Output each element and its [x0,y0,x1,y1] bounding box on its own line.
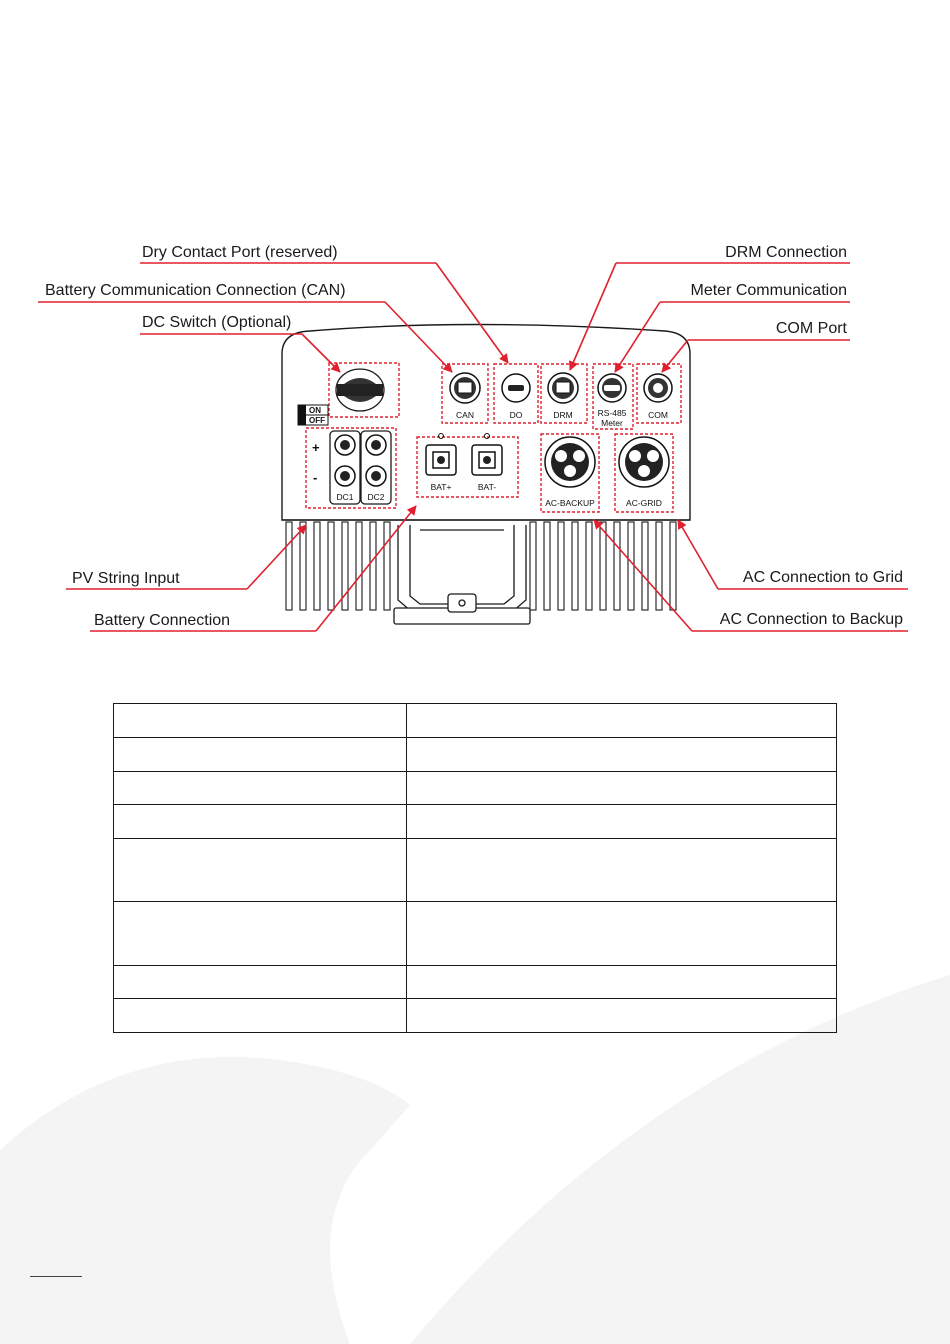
svg-text:DRM: DRM [553,410,572,420]
battery-terminals: BAT+ BAT- [416,433,519,498]
ac-backup-connector: AC-BACKUP [540,433,600,513]
dc1-label: DC1 [336,492,353,502]
switch-on-label: ON [309,406,321,415]
ac-grid-connector: AC-GRID [614,433,674,513]
callout-com: COM Port [776,320,848,337]
callout-meter: Meter Communication [691,282,848,299]
inverter-diagram: ON OFF + - DC1 DC2 BAT+ BAT- CAN [38,244,908,632]
callout-ac-grid: AC Connection to Grid [743,569,903,586]
com-port: COM [636,363,682,424]
table-row [113,804,837,839]
svg-text:DO: DO [510,410,523,420]
info-table [113,703,837,1033]
bat-neg-label: BAT- [478,482,496,492]
can-port: CAN [441,363,489,424]
svg-text:AC-BACKUP: AC-BACKUP [545,498,595,508]
table-row [113,998,837,1033]
mounting-bracket [393,525,531,625]
bat-pos-label: BAT+ [431,482,452,492]
dc-switch [328,362,400,418]
svg-text:RS-485: RS-485 [598,408,627,418]
svg-text:CAN: CAN [456,410,474,420]
table-row [113,901,837,966]
svg-text:AC-GRID: AC-GRID [626,498,662,508]
footer-rule [30,1276,82,1277]
callout-ac-backup: AC Connection to Backup [720,611,903,628]
table-row [113,965,837,999]
table-row [113,703,837,738]
table-row [113,838,837,902]
dc2-label: DC2 [367,492,384,502]
plus-sign: + [312,440,320,455]
callout-battery: Battery Connection [94,612,230,629]
callout-drm: DRM Connection [725,244,847,261]
svg-text:COM: COM [648,410,668,420]
rs485-meter-port: RS-485 Meter [592,363,634,430]
callout-can: Battery Communication Connection (CAN) [45,282,346,299]
callout-dry-contact: Dry Contact Port (reserved) [142,244,338,261]
pv-input-group: + - DC1 DC2 [305,427,397,509]
drm-port: DRM [540,363,588,424]
table-row [113,771,837,805]
switch-off-label: OFF [309,416,325,425]
callout-pv-input: PV String Input [72,570,180,587]
minus-sign: - [313,470,317,485]
on-off-indicator: ON OFF [297,404,329,426]
table-row [113,737,837,772]
callout-dc-switch: DC Switch (Optional) [142,314,291,331]
do-port: DO [493,363,539,424]
svg-text:Meter: Meter [601,418,623,428]
